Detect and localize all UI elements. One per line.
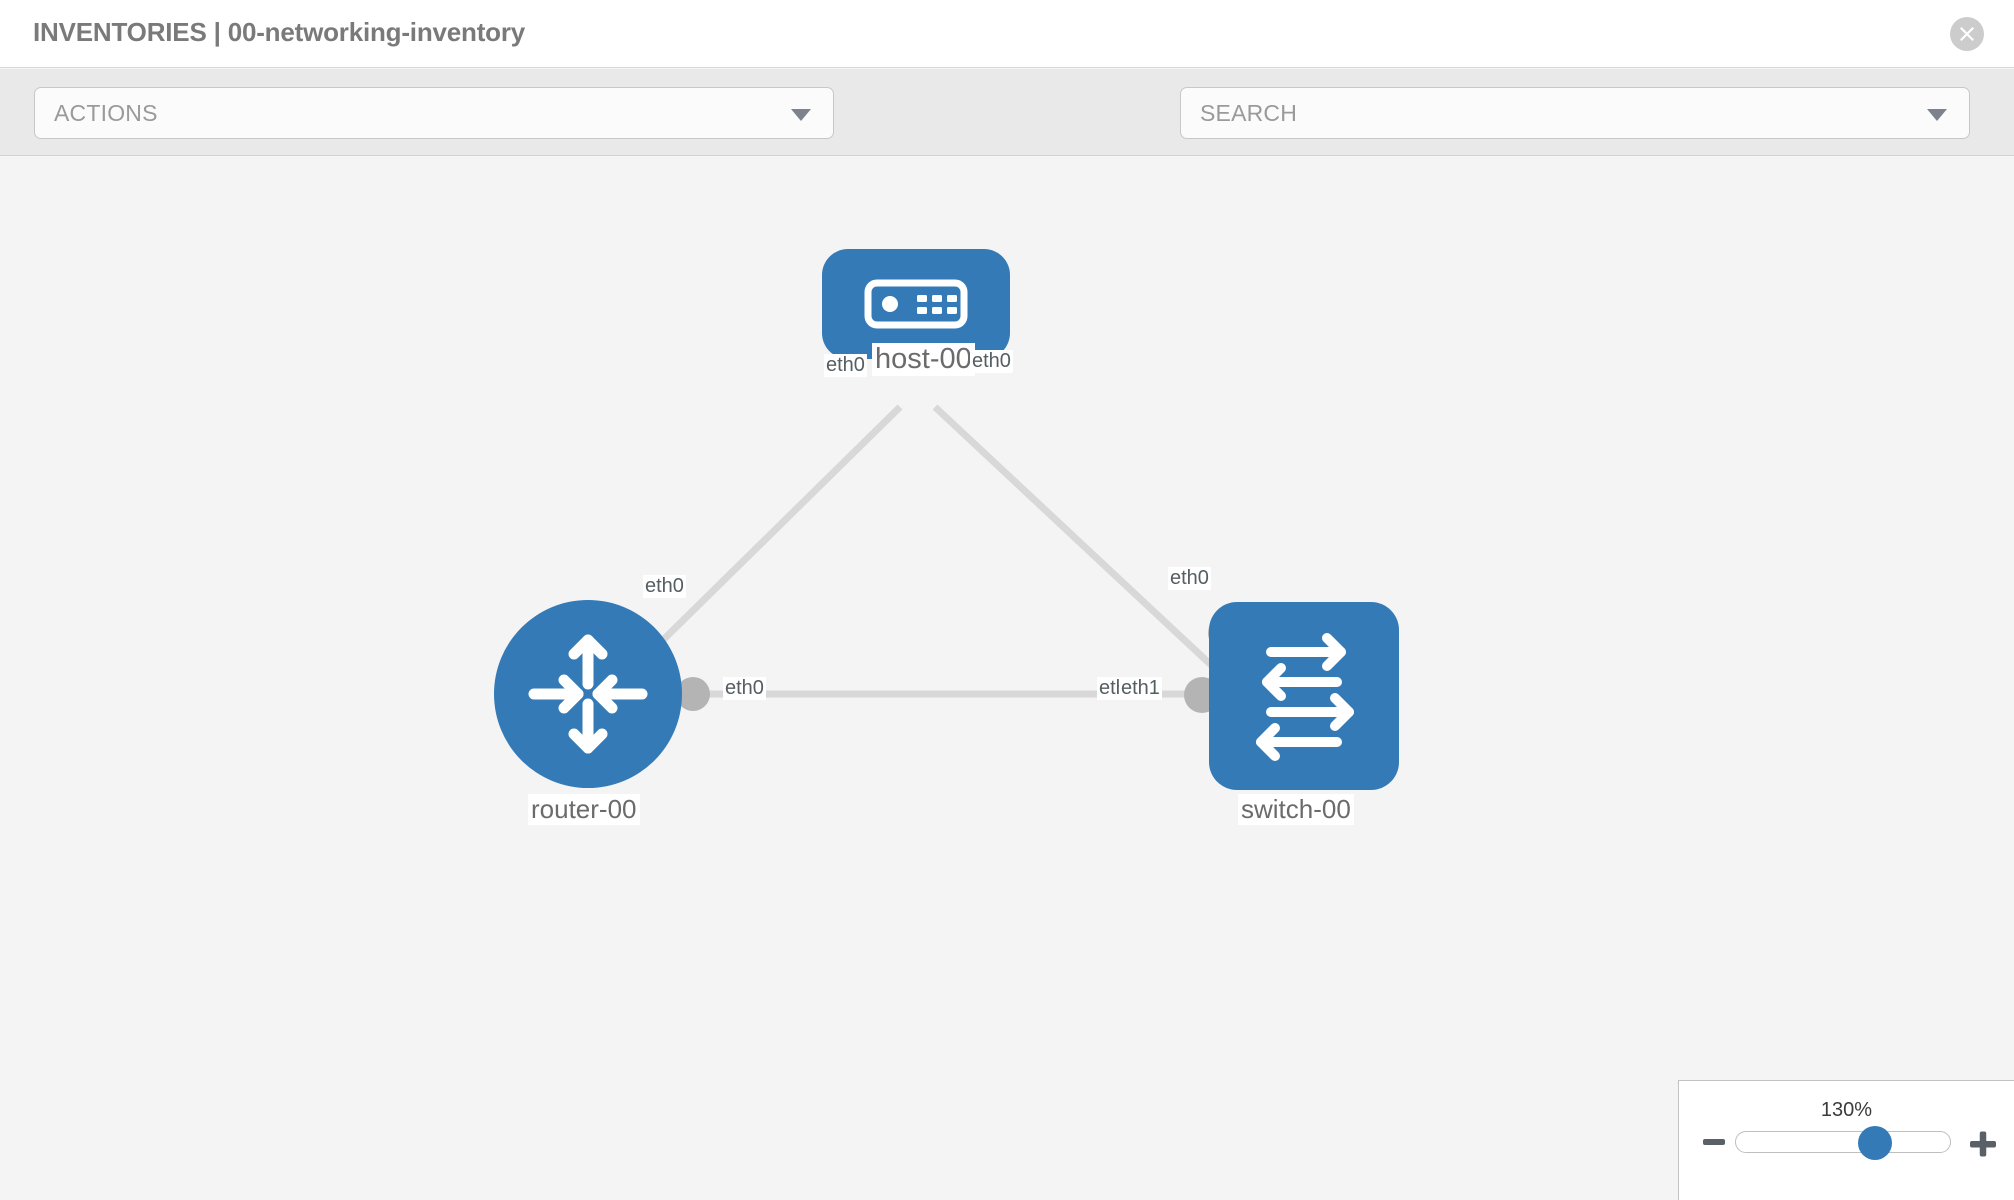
zoom-control-panel: 130% (1678, 1080, 2014, 1200)
node-label-router-00: router-00 (528, 794, 640, 825)
port-label-switch-left: eth1 (1119, 677, 1162, 700)
port-label-router-upper: eth0 (643, 575, 686, 598)
node-label-switch-00: switch-00 (1238, 794, 1354, 825)
plus-icon[interactable] (1968, 1129, 1998, 1159)
search-input[interactable]: SEARCH (1180, 87, 1970, 139)
window-header: INVENTORIES | 00-networking-inventory (0, 0, 2014, 68)
node-shape-switch (1209, 602, 1399, 790)
page-title: INVENTORIES | 00-networking-inventory (33, 17, 526, 47)
node-shape-host (822, 249, 1010, 359)
zoom-level-value: 130% (1820, 1099, 1873, 1121)
zoom-slider[interactable] (1735, 1126, 1951, 1160)
port-label-host-right: eth0 (970, 350, 1013, 373)
minus-icon[interactable] (1701, 1129, 1727, 1155)
search-placeholder: SEARCH (1200, 100, 1298, 126)
actions-dropdown[interactable]: ACTIONS (34, 87, 834, 139)
chevron-down-icon (1927, 109, 1947, 121)
node-label-host-00: host-00 (872, 343, 975, 376)
port-label-switch-upper: eth0 (1168, 567, 1211, 590)
node-host-00[interactable] (822, 249, 1010, 359)
actions-dropdown-label: ACTIONS (54, 100, 158, 126)
zoom-slider-thumb[interactable] (1858, 1126, 1893, 1160)
port-label-host-left: eth0 (824, 354, 867, 377)
router-icon (528, 634, 648, 754)
node-router-00[interactable] (494, 600, 682, 788)
node-switch-00[interactable] (1209, 602, 1399, 790)
close-icon[interactable] (1950, 17, 1984, 51)
server-icon (864, 279, 968, 329)
toolbar: ACTIONS SEARCH (0, 69, 2014, 199)
node-shape-router (494, 600, 682, 788)
port-label-router-right: eth0 (723, 677, 766, 700)
chevron-down-icon (791, 109, 811, 121)
switch-icon (1256, 633, 1354, 761)
topology-canvas[interactable]: host-00 eth0 eth0 (0, 157, 2014, 1200)
